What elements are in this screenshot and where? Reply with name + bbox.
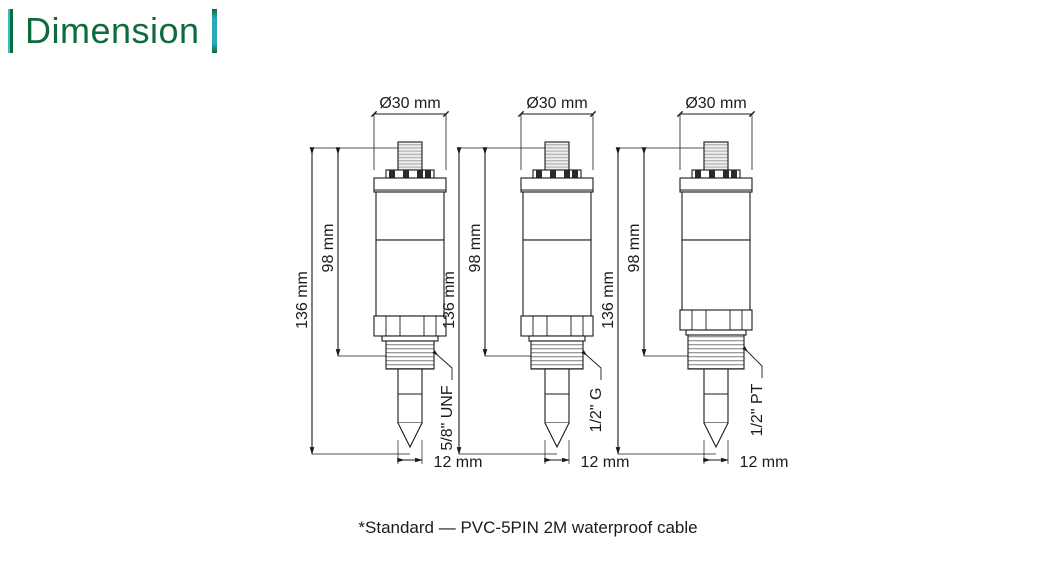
thread-label-1: 5/8" UNF <box>439 385 456 450</box>
sensor-view-half-pt <box>615 110 763 464</box>
body-height-label-3: 98 mm <box>626 224 643 273</box>
sensor-view-5-8-unf <box>309 110 453 464</box>
page-title-block: Dimension <box>8 6 217 56</box>
thread-label-2: 1/2" G <box>588 388 605 433</box>
thread-label-3: 1/2" PT <box>749 383 766 436</box>
sensor-view-half-g <box>456 110 602 464</box>
overall-height-label-1: 136 mm <box>294 271 311 329</box>
body-height-label-1: 98 mm <box>320 224 337 273</box>
overall-height-label-2: 136 mm <box>441 271 458 329</box>
probe-diameter-label-2: 12 mm <box>581 454 630 471</box>
diameter-label-3: Ø30 mm <box>685 95 746 112</box>
title-accent-bar-right <box>211 9 217 53</box>
page-title: Dimension <box>25 10 200 51</box>
probe-diameter-label-1: 12 mm <box>434 454 483 471</box>
diameter-label-2: Ø30 mm <box>526 95 587 112</box>
overall-height-label-3: 136 mm <box>600 271 617 329</box>
body-height-label-2: 98 mm <box>467 224 484 273</box>
standard-cable-note: *Standard — PVC-5PIN 2M waterproof cable <box>358 518 698 537</box>
title-accent-bar-left <box>8 9 13 53</box>
diameter-label-1: Ø30 mm <box>379 95 440 112</box>
probe-diameter-label-3: 12 mm <box>740 454 789 471</box>
